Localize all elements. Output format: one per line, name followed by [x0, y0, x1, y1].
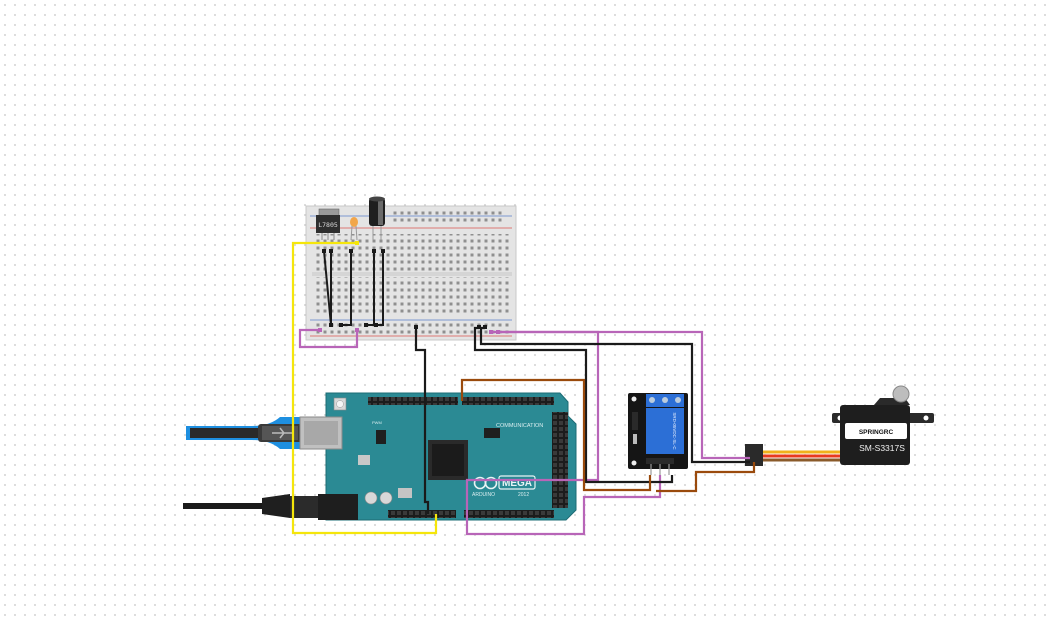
svg-text:COMMUNICATION: COMMUNICATION [496, 423, 543, 429]
servo-model: SM-S3317S [859, 443, 905, 453]
dc-power-cable[interactable] [183, 494, 334, 518]
black-wire-gnd [414, 328, 430, 514]
breadboard[interactable] [305, 205, 517, 341]
brown-wire-relay-signal [460, 378, 652, 492]
board-brand: ARDUINO [472, 492, 495, 498]
servo-brand: SPRINGRC [859, 429, 894, 436]
servo-brand-badge [845, 423, 907, 439]
relay-module[interactable]: SRD-05VDC-SL-C [628, 393, 688, 475]
rail-holes-top [393, 209, 505, 225]
servo-lead [762, 450, 840, 462]
usb-cable[interactable] [186, 417, 306, 449]
board-capacitor-2 [379, 491, 393, 505]
board-model: MEGA [502, 478, 532, 489]
regulator-body [316, 215, 340, 233]
black-wire-relay-gnd [473, 326, 674, 484]
brown-wire-servo-signal [656, 462, 756, 493]
regulator-label: L7805 [318, 221, 338, 229]
relay-cube [646, 408, 684, 454]
arduino-mega[interactable]: COMMUNICATION PWM MEGA ARDUINO 2012 [299, 392, 577, 521]
board-capacitor-1 [364, 491, 378, 505]
center-channel [312, 272, 512, 276]
servo-connector [745, 444, 763, 466]
purple-wire-breadboard-loop [298, 328, 359, 349]
electrolytic-capacitor[interactable] [369, 196, 385, 241]
terminal-holes-lower [316, 277, 512, 315]
relay-label: SRD-05VDC-SL-C [672, 412, 677, 450]
arduino-logo [473, 476, 498, 490]
usb-symbol-icon [272, 427, 292, 439]
purple-endpoints [318, 328, 500, 334]
ceramic-capacitor[interactable] [350, 217, 358, 241]
purple-wire-relay-vcc [465, 330, 662, 536]
yellow-wire [291, 241, 438, 535]
black-wire-servo-gnd [479, 326, 750, 464]
board-year: 2012 [518, 492, 529, 498]
svg-text:PWM: PWM [372, 420, 382, 425]
voltage-regulator[interactable]: L7805 [316, 208, 340, 240]
terminal-holes-upper [316, 234, 512, 272]
servo-horn [892, 385, 910, 403]
purple-wire-servo-power [498, 330, 750, 460]
yellow-endpoint [355, 241, 359, 245]
servo-motor[interactable]: SPRINGRC SM-S3317S [832, 385, 934, 465]
wire-endpoints [414, 325, 487, 329]
mega-badge [498, 475, 536, 490]
jumper-endpoints [322, 249, 385, 327]
dc-jack [318, 494, 358, 520]
